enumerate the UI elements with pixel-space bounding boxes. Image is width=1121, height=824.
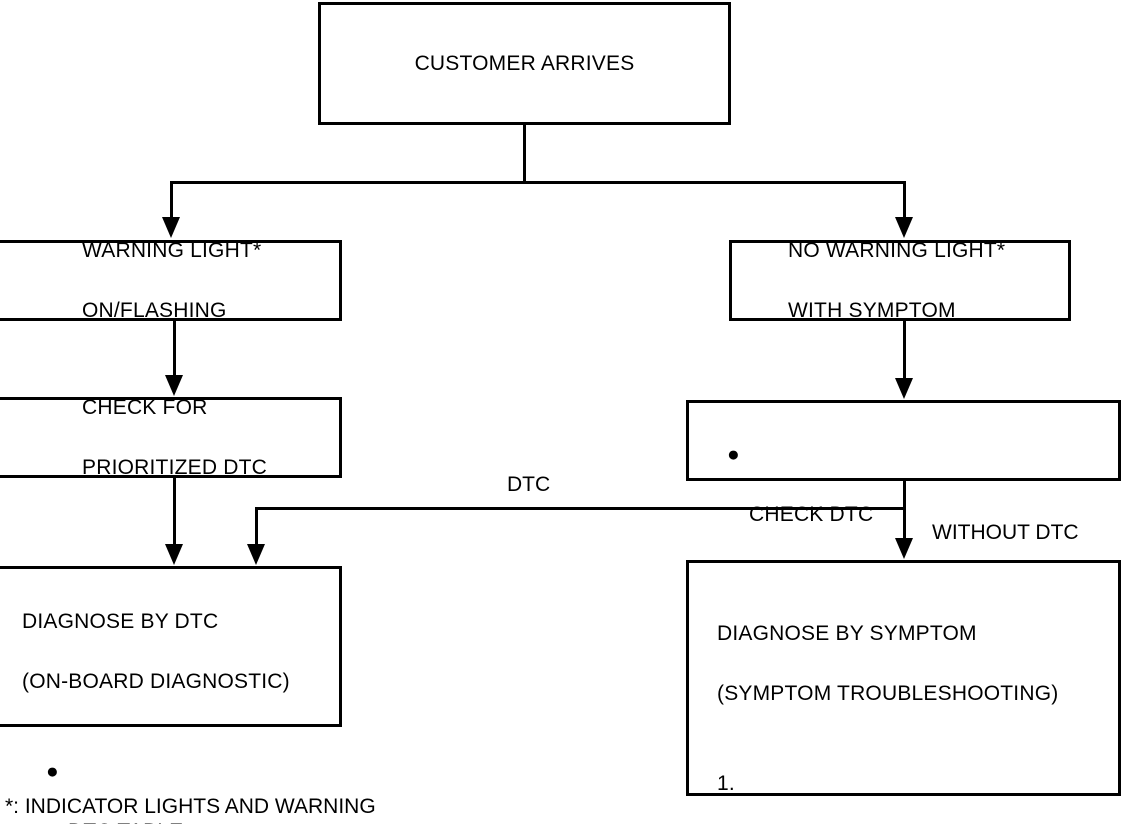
connector-customer-to-split [523, 125, 526, 182]
connector-dtc-branch-vertical-left [255, 507, 258, 545]
node-diagnose-by-symptom: DIAGNOSE BY SYMPTOM (SYMPTOM TROUBLESHOO… [686, 560, 1121, 796]
arrowhead-to-check-dtc-tests [895, 378, 913, 399]
node-diagnose-by-symptom-text: DIAGNOSE BY SYMPTOM (SYMPTOM TROUBLESHOO… [689, 589, 1118, 824]
node-no-warning-light-line2: WITH SYMPTOM [788, 298, 956, 322]
arrowhead-to-diagnose-by-symptom [895, 538, 913, 559]
connector-dtc-branch-horizontal [255, 507, 906, 510]
connector-split-left-drop [170, 181, 173, 218]
node-diagnose-by-dtc-list: ● DTC TABLE ● DTC TROUBLESHOOTING FLOW [22, 727, 339, 824]
node-no-warning-light-line1: NO WARNING LIGHT* [788, 238, 1006, 262]
node-customer-arrives-label: CUSTOMER ARRIVES [414, 51, 635, 75]
node-diagnose-by-dtc-text: DIAGNOSE BY DTC (ON-BOARD DIAGNOSTIC) ● … [0, 577, 339, 824]
node-check-prioritized-dtc: CHECK FOR PRIORITIZED DTC [0, 396, 342, 479]
node-diagnose-by-dtc: DIAGNOSE BY DTC (ON-BOARD DIAGNOSTIC) ● … [0, 566, 342, 824]
node-diagnose-by-dtc-bullet1: DTC TABLE [68, 820, 183, 824]
arrowhead-to-warning-light [162, 217, 180, 238]
node-warning-light-line2: ON/FLASHING [82, 298, 227, 322]
arrowhead-to-check-prioritized-dtc [165, 375, 183, 396]
node-warning-light: WARNING LIGHT* ON/FLASHING [0, 239, 342, 322]
node-warning-light-text: WARNING LIGHT* ON/FLASHING [0, 206, 339, 356]
bullet-icon: ● [727, 443, 740, 466]
node-check-prioritized-dtc-line2: PRIORITIZED DTC [82, 455, 267, 479]
connector-split-right-drop [903, 181, 906, 218]
connector-without-dtc-vertical [903, 481, 906, 539]
connector-warning-to-check-dtc [173, 321, 176, 376]
node-diagnose-by-symptom-heading2: (SYMPTOM TROUBLESHOOTING) [717, 682, 1059, 705]
node-check-dtc-tests: ● CHECK DTC ● IGNITION ON TEST, IDLING T… [686, 400, 1121, 706]
list-number: 1. [717, 772, 735, 795]
node-check-prioritized-dtc-text: CHECK FOR PRIORITIZED DTC [0, 363, 339, 513]
footnote: *: INDICATOR LIGHTS AND WARNING LIGHTS T… [5, 760, 525, 824]
arrowhead-to-no-warning-light [895, 217, 913, 238]
node-check-prioritized-dtc-line1: CHECK FOR [82, 395, 208, 419]
arrowhead-to-diagnose-by-dtc-right [247, 544, 265, 565]
edge-label-without-dtc: WITHOUT DTC [932, 521, 1079, 544]
node-customer-arrives: CUSTOMER ARRIVES [318, 2, 731, 125]
connector-split-horizontal [170, 181, 906, 184]
arrowhead-to-diagnose-by-dtc-left [165, 544, 183, 565]
bullet-icon: ● [46, 760, 59, 783]
node-warning-light-line1: WARNING LIGHT* [82, 238, 262, 262]
edge-label-dtc: DTC [507, 473, 551, 496]
node-diagnose-by-dtc-heading1: DIAGNOSE BY DTC [22, 610, 219, 633]
connector-check-dtc-to-diagnose-dtc [173, 478, 176, 545]
list-item: ● CHECK DTC [719, 440, 1118, 530]
list-item: ● DTC TABLE [38, 757, 339, 824]
connector-no-warning-to-check-dtc-tests [903, 321, 906, 379]
node-no-warning-light-text: NO WARNING LIGHT* WITH SYMPTOM [732, 206, 1068, 356]
node-diagnose-by-symptom-list: 1. DIAGNOSTIC INDEX 2. QUICK DIAGNOSIS C… [717, 739, 1118, 824]
footnote-line1: *: INDICATOR LIGHTS AND WARNING [5, 795, 376, 818]
node-no-warning-light: NO WARNING LIGHT* WITH SYMPTOM [729, 239, 1071, 322]
node-diagnose-by-dtc-heading2: (ON-BOARD DIAGNOSTIC) [22, 670, 290, 693]
node-diagnose-by-symptom-heading1: DIAGNOSE BY SYMPTOM [717, 622, 977, 645]
list-item: 1. DIAGNOSTIC INDEX [717, 769, 1118, 824]
